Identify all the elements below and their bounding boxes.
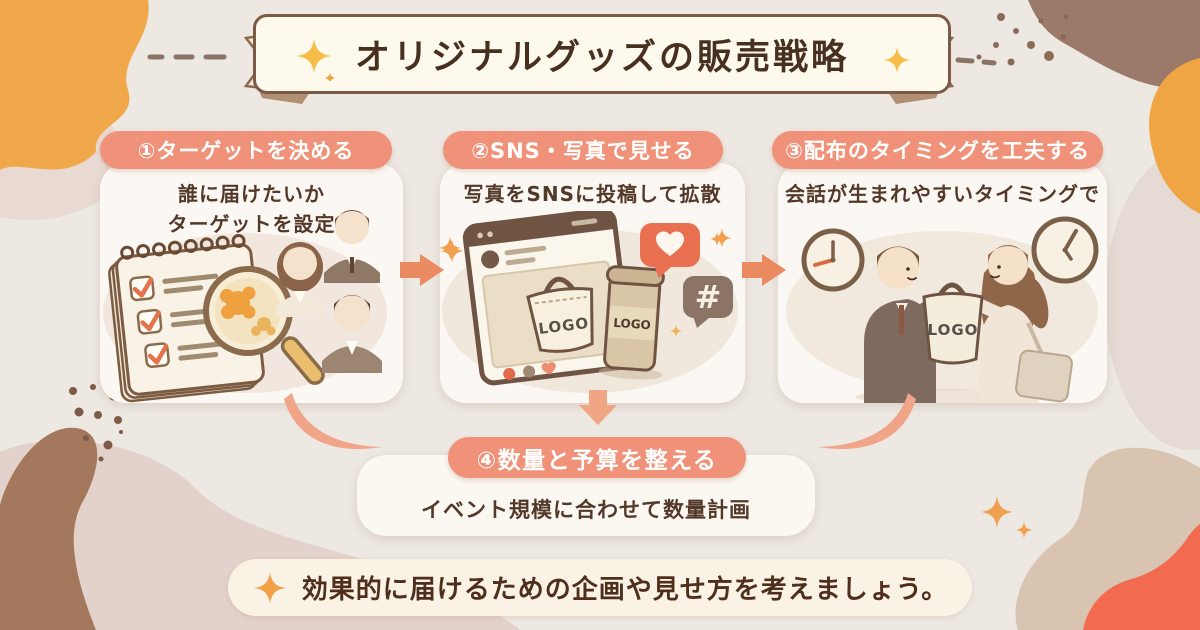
target-illustration	[103, 210, 387, 403]
man-figure	[864, 246, 944, 403]
footer-note: 効果的に届けるための企画や見せ方を考えましょう。	[228, 559, 972, 616]
svg-text:#: #	[695, 278, 722, 316]
blob-bottom-left-brown	[0, 427, 98, 630]
dots-cluster-top-right	[976, 13, 1069, 66]
people-icon	[276, 210, 382, 373]
step-card-2: 写真をSNSに投稿して拡散 LOGO	[440, 163, 745, 403]
step-label-pill: ①ターゲットを決める	[100, 131, 392, 169]
svg-text:LOGO: LOGO	[928, 321, 979, 339]
step-label: ①ターゲットを決める	[137, 139, 355, 163]
step-description: 会話が生まれやすいタイミングで	[785, 182, 1100, 206]
step-label: ②SNS・写真で見せる	[471, 139, 695, 163]
step-label: ④数量と予算を整える	[476, 447, 718, 474]
tumbler-icon: LOGO	[598, 265, 665, 380]
step-label: ③配布のタイミングを工夫する	[785, 139, 1090, 163]
sns-illustration: LOGO LOGO	[440, 211, 738, 393]
step-label-pill: ④数量と予算を整える	[448, 437, 746, 478]
footer-text: 効果的に届けるための企画や見せ方を考えましょう。	[301, 575, 949, 605]
hashtag-bubble-icon: #	[683, 276, 733, 328]
tote-bag-icon: LOGO	[526, 276, 594, 353]
blob-right-orange	[1149, 58, 1200, 214]
svg-text:LOGO: LOGO	[613, 316, 651, 333]
sparkle-icon	[883, 46, 911, 74]
blob-top-left-orange	[0, 0, 149, 170]
sparkle-icon	[253, 571, 286, 604]
step-card-1: 誰に届けたいか ターゲットを設定	[100, 163, 403, 403]
step-description: 誰に届けたいか ターゲットを設定	[167, 182, 336, 236]
blob-bottom-right-coral	[1083, 524, 1200, 630]
blob-top-right-brown	[1028, 0, 1200, 89]
sparkle-icon	[980, 495, 1033, 539]
tote-bag-icon: LOGO	[922, 282, 984, 365]
title-banner-ribbon: オリジナルグッズの販売戦略	[253, 14, 951, 94]
clock-icon	[1031, 216, 1099, 284]
handoff-illustration: LOGO	[786, 216, 1099, 403]
clock-icon	[801, 228, 865, 292]
step-label-pill: ③配布のタイミングを工夫する	[772, 131, 1103, 169]
page-title: オリジナルグッズの販売戦略	[354, 37, 849, 78]
step-label-pill: ②SNS・写真で見せる	[443, 131, 723, 169]
step-description: 写真をSNSに投稿して拡散	[463, 182, 722, 206]
banner-dashes	[147, 54, 997, 66]
sparkle-icon	[296, 38, 336, 81]
step-description: イベント規模に合わせて数量計画	[421, 498, 751, 522]
step-card-3: 会話が生まれやすいタイミングで	[778, 163, 1107, 403]
heart-bubble-icon	[640, 223, 700, 278]
